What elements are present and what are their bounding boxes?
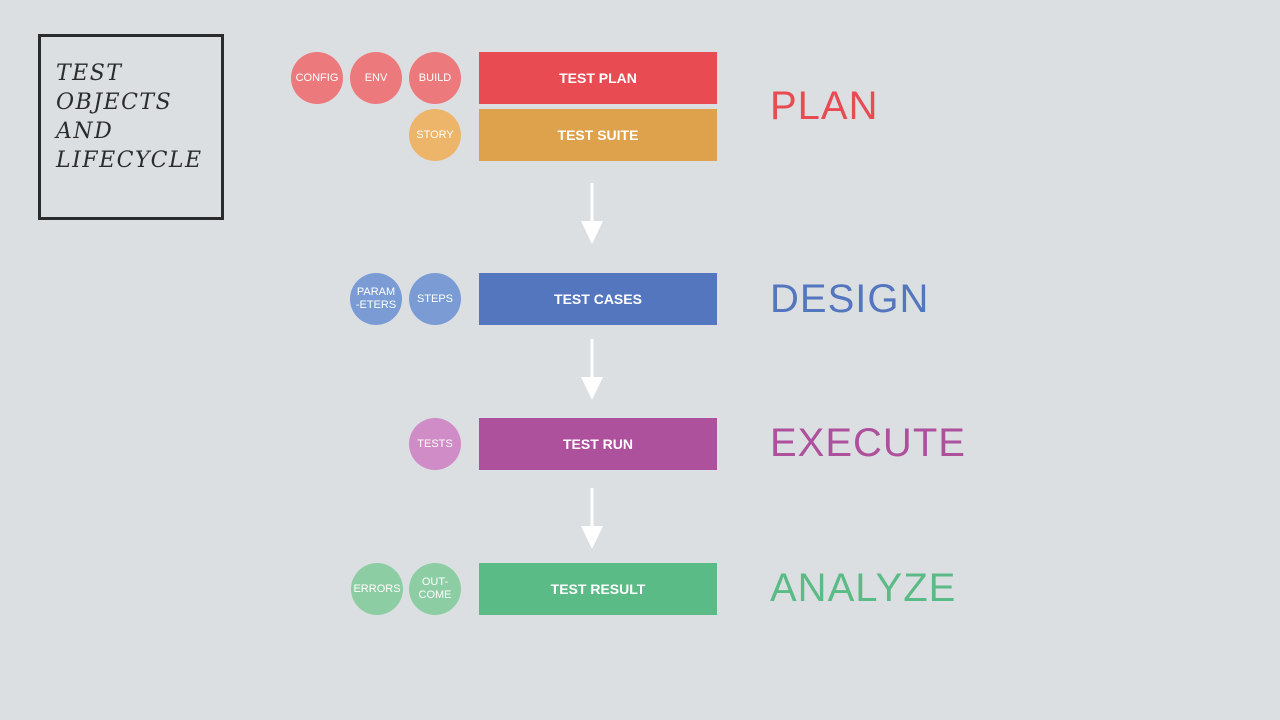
title-box: TEST OBJECTS AND LIFECYCLE bbox=[38, 34, 224, 220]
config-circle: CONFIG bbox=[291, 52, 343, 104]
story-circle: STORY bbox=[409, 109, 461, 161]
stage-plan: PLAN bbox=[770, 84, 879, 128]
parameters-circle: PARAM -ETERS bbox=[350, 273, 402, 325]
stage-analyze: ANALYZE bbox=[770, 566, 957, 610]
test-run-bar: TEST RUN bbox=[479, 418, 717, 470]
stage-execute: EXECUTE bbox=[770, 421, 966, 465]
test-cases-bar: TEST CASES bbox=[479, 273, 717, 325]
steps-circle: STEPS bbox=[409, 273, 461, 325]
arrow-down-icon bbox=[581, 488, 603, 549]
diagram-title: TEST OBJECTS AND LIFECYCLE bbox=[56, 61, 203, 173]
arrow-down-icon bbox=[581, 183, 603, 244]
test-result-bar: TEST RESULT bbox=[479, 563, 717, 615]
arrow-down-icon bbox=[581, 339, 603, 400]
tests-circle: TESTS bbox=[409, 418, 461, 470]
stage-design: DESIGN bbox=[770, 277, 930, 321]
test-suite-bar: TEST SUITE bbox=[479, 109, 717, 161]
outcome-circle: OUT- COME bbox=[409, 563, 461, 615]
env-circle: ENV bbox=[350, 52, 402, 104]
test-plan-bar: TEST PLAN bbox=[479, 52, 717, 104]
build-circle: BUILD bbox=[409, 52, 461, 104]
errors-circle: ERRORS bbox=[351, 563, 403, 615]
